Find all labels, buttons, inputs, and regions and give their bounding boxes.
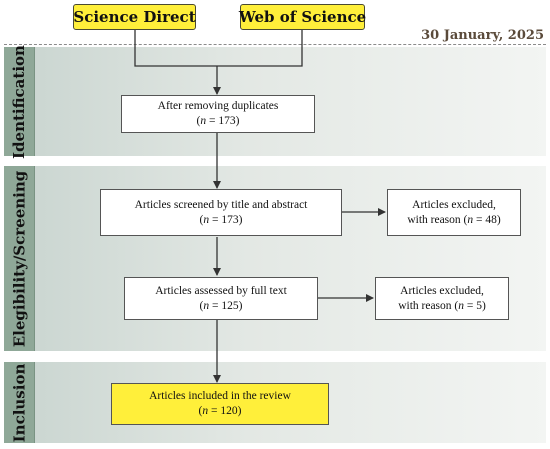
box-text: Articles included in the review [149, 390, 291, 402]
merge-line [134, 30, 303, 67]
box-count: with reason (n = 48) [407, 213, 501, 226]
excluded-screening-box: Articles excluded, with reason (n = 48) [387, 189, 521, 236]
dashed-separator [4, 44, 546, 45]
screening-label: Elegibility/Screening [4, 166, 35, 351]
box-text: Articles screened by title and abstract [134, 198, 308, 211]
box-count: (n = 173) [199, 213, 243, 226]
source-label: Web of Science [238, 8, 367, 26]
source-web-of-science: Web of Science [238, 4, 367, 30]
box-text: After removing duplicates [157, 100, 279, 112]
source-label: Science Direct [73, 8, 196, 26]
included-box: Articles included in the review (n = 120… [111, 383, 329, 425]
duplicates-removed-box: After removing duplicates (n = 173) [121, 95, 315, 133]
screened-box: Articles screened by title and abstract … [100, 189, 342, 236]
fulltext-box: Articles assessed by full text (n = 125) [124, 277, 318, 320]
box-count: (n = 120) [198, 405, 242, 417]
search-date: 30 January, 2025 [421, 28, 544, 43]
inclusion-label: Inclusion [4, 362, 35, 443]
identification-label: Identification [4, 45, 35, 158]
box-text: Articles assessed by full text [155, 284, 287, 297]
box-count: (n = 125) [199, 299, 243, 312]
source-science-direct: Science Direct [73, 4, 196, 30]
box-count: with reason (n = 5) [398, 299, 486, 312]
box-text: Articles excluded, [400, 284, 484, 297]
box-text: Articles excluded, [412, 198, 496, 211]
box-count: (n = 173) [196, 115, 240, 127]
excluded-fulltext-box: Articles excluded, with reason (n = 5) [375, 277, 509, 320]
